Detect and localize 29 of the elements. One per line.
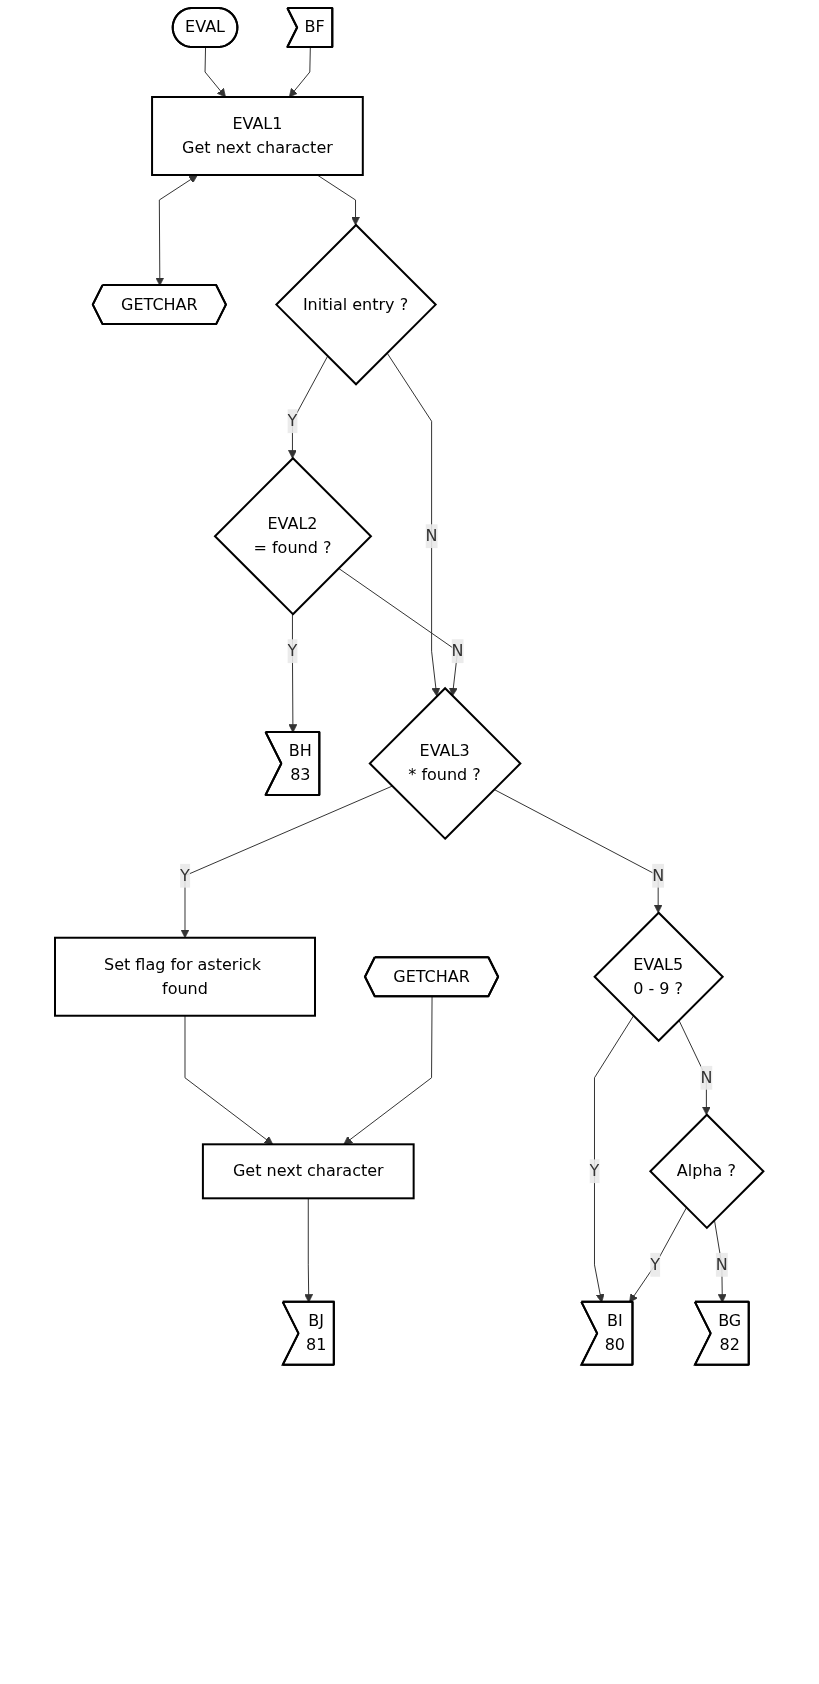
node-diamond: Initial entry ? xyxy=(275,223,438,386)
edge-label: N xyxy=(451,641,464,661)
arrow xyxy=(289,47,312,98)
arrow xyxy=(338,567,459,697)
arrow xyxy=(343,996,433,1145)
arrow xyxy=(180,785,393,939)
arrow xyxy=(386,352,441,697)
edge-label: Y xyxy=(287,411,298,431)
node-diamond: Alpha ? xyxy=(649,1113,766,1230)
edge-label: N xyxy=(425,526,438,546)
node-box: Get next character xyxy=(202,1143,415,1200)
arrow xyxy=(678,1019,712,1116)
arrow xyxy=(629,1207,688,1303)
edge-label: N xyxy=(716,1254,729,1274)
node-diamond: EVAL3 * found ? xyxy=(368,686,523,841)
edge-label: N xyxy=(700,1067,713,1087)
edge-label: Y xyxy=(287,641,298,661)
arrow xyxy=(155,174,198,286)
arrow xyxy=(204,47,227,98)
arrow xyxy=(317,174,361,226)
edge-label: Y xyxy=(180,865,191,885)
node-diamond: EVAL5 0 - 9 ? xyxy=(593,911,725,1043)
node-diamond: EVAL2 = found ? xyxy=(213,456,373,616)
edge-label: Y xyxy=(589,1161,600,1181)
node-box: EVAL1 Get next character xyxy=(151,96,365,176)
node-box: Set flag for asterick found xyxy=(54,936,317,1017)
edge-label: N xyxy=(652,865,665,885)
edge-label: Y xyxy=(650,1254,661,1274)
arrow xyxy=(184,1015,274,1145)
